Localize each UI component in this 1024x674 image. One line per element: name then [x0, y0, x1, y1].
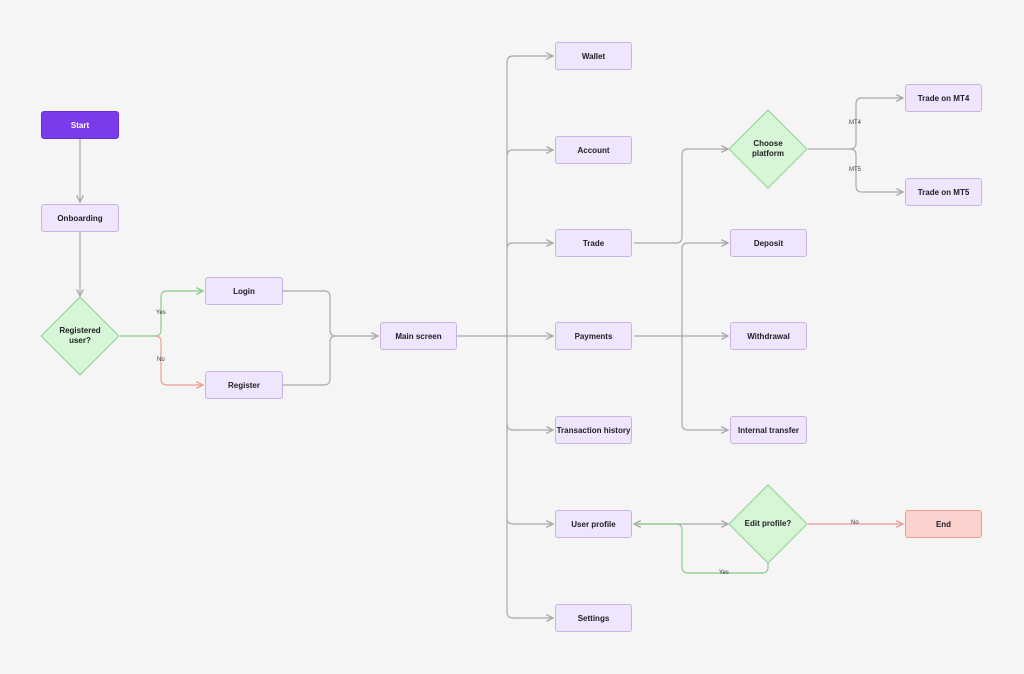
main-screen-node[interactable]: Main screen — [380, 322, 457, 350]
trade-mt5-node[interactable]: Trade on MT5 — [905, 178, 982, 206]
edge-main-profile — [506, 517, 553, 524]
edit-profile-label: Edit profile? — [744, 519, 792, 528]
registered-user-label: Registered user? — [59, 326, 101, 345]
edge-trade-platform — [634, 149, 728, 244]
trade-mt4-node[interactable]: Trade on MT4 — [905, 84, 982, 112]
edge-label-no-end: No — [851, 520, 859, 526]
registered-user-decision[interactable]: Registered user? — [40, 296, 120, 376]
edge-platform-mt5 — [849, 148, 903, 192]
settings-node[interactable]: Settings — [555, 604, 632, 632]
login-node[interactable]: Login — [205, 277, 283, 305]
deposit-node[interactable]: Deposit — [730, 229, 807, 257]
edge-registered-register — [154, 335, 203, 385]
edge-label-yes-profile: Yes — [719, 570, 729, 576]
decision-diamond-shape — [40, 296, 120, 376]
edge-main-settings — [506, 336, 553, 618]
edge-main-trade — [506, 243, 553, 250]
edge-platform-mt4 — [808, 98, 903, 150]
decision-diamond-shape — [728, 484, 808, 564]
trade-node[interactable]: Trade — [555, 229, 632, 257]
start-node[interactable]: Start — [41, 111, 119, 139]
decision-diamond-shape — [728, 109, 808, 189]
edge-label-mt5: MT5 — [849, 167, 861, 173]
edge-main-history — [506, 423, 553, 430]
edge-payments-transfer — [681, 336, 728, 430]
edge-register-main — [283, 335, 337, 386]
edge-main-account — [506, 150, 553, 157]
user-profile-node[interactable]: User profile — [555, 510, 632, 538]
register-node[interactable]: Register — [205, 371, 283, 399]
choose-platform-decision[interactable]: Choose platform — [728, 109, 808, 189]
edge-edit-profile-yes — [634, 523, 769, 574]
edit-profile-decision[interactable]: Edit profile? — [728, 484, 808, 564]
withdrawal-node[interactable]: Withdrawal — [730, 322, 807, 350]
edge-payments-deposit — [681, 243, 728, 336]
payments-node[interactable]: Payments — [555, 322, 632, 350]
transaction-history-node[interactable]: Transaction history — [555, 416, 632, 444]
end-node[interactable]: End — [905, 510, 982, 538]
edge-label-mt4: MT4 — [849, 120, 861, 126]
edge-main-wallet — [506, 56, 553, 336]
edge-login-main — [283, 290, 378, 336]
onboarding-node[interactable]: Onboarding — [41, 204, 119, 232]
edge-label-no-register: No — [157, 357, 165, 363]
edge-registered-login — [120, 291, 203, 337]
internal-transfer-node[interactable]: Internal transfer — [730, 416, 807, 444]
choose-platform-label: Choose platform — [752, 139, 784, 158]
wallet-node[interactable]: Wallet — [555, 42, 632, 70]
edge-label-yes-login: Yes — [156, 310, 166, 316]
account-node[interactable]: Account — [555, 136, 632, 164]
